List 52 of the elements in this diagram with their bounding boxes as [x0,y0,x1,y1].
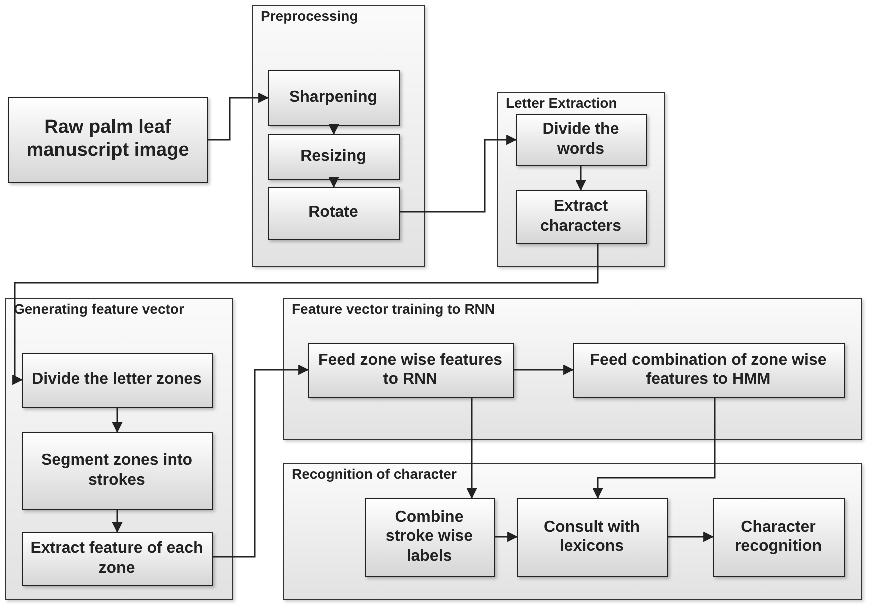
box-label: Raw palm leaf manuscript image [26,117,190,163]
arrow [668,532,714,542]
box-label: Combine stroke wise labels [384,508,474,566]
arrow [400,134,518,213]
arrow [328,178,340,188]
group-heading: Recognition of character [292,466,458,483]
box-label: Character recognition [734,518,824,556]
process-box [268,70,400,126]
process-box [712,498,844,576]
process-box [8,97,208,183]
group-panel [5,298,233,600]
box-label: Feed combination of zone wise features to HMM [589,350,828,390]
process-box [22,432,212,510]
process-box [516,190,646,244]
arrow [112,408,123,434]
arrow [466,398,478,500]
arrow [328,124,340,136]
process-box [308,342,514,398]
arrow [495,532,518,542]
box-label: Segment zones into strokes [40,451,194,490]
box-label: Extract characters [540,197,622,236]
process-box [572,342,844,398]
process-box [268,134,400,180]
process-box [268,186,400,240]
arrow [576,166,586,192]
process-box [516,498,668,576]
group-panel [252,5,425,267]
group-heading: Preprocessing [261,8,360,25]
box-label: Extract feature of each zone [30,539,204,578]
arrow [12,244,599,386]
box-label: Sharpening [289,88,378,108]
group-panel [497,92,665,267]
box-label: Feed zone wise features to RNN [317,350,504,390]
box-label: Consult with lexicons [543,518,641,556]
box-label: Rotate [308,203,358,223]
group-panel [283,298,862,440]
arrow [213,364,310,558]
group-panel [283,463,862,600]
arrow [592,398,716,500]
process-box [22,532,212,586]
process-box [364,498,494,576]
arrow [112,510,123,534]
process-box [516,114,646,166]
box-label: Divide the words [542,120,620,159]
arrow [514,364,574,376]
group-heading: Feature vector training to RNN [292,301,496,318]
box-label: Resizing [300,146,366,166]
group-heading: Generating feature vector [14,301,186,318]
process-box [22,352,212,408]
group-heading: Letter Extraction [506,95,618,112]
arrow [208,92,270,141]
box-label: Divide the letter zones [32,370,202,390]
